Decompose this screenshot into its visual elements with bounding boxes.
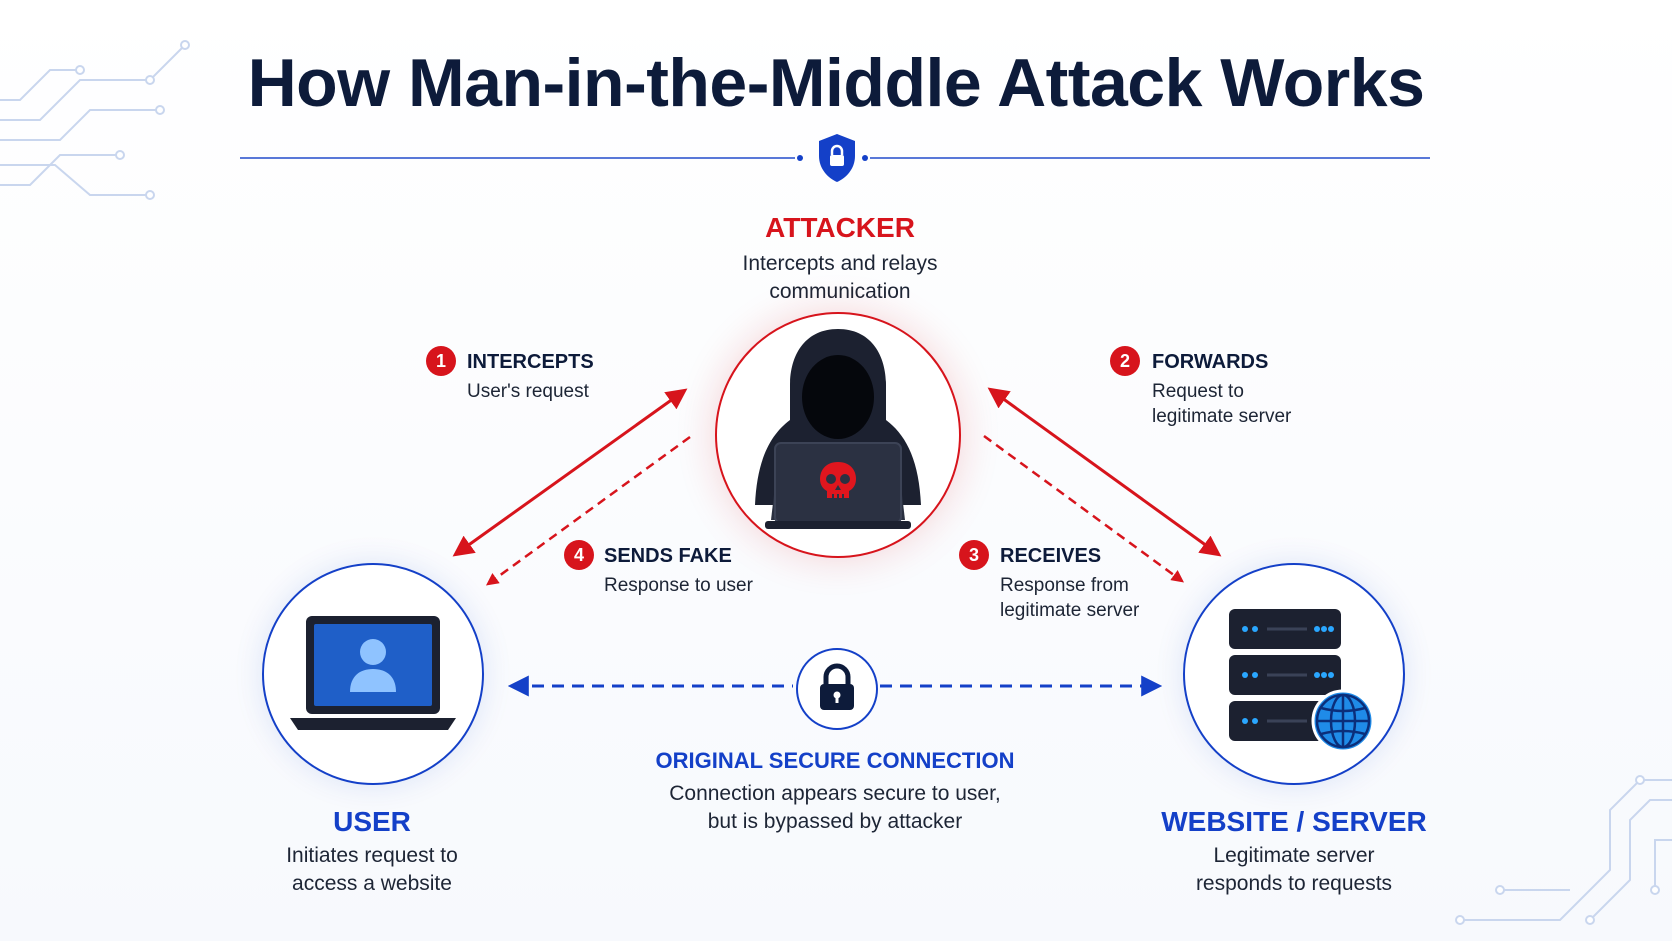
step-4-heading: SENDS FAKE — [604, 545, 732, 567]
step-badge-3: 3 — [959, 540, 989, 570]
step-2-desc-line2: legitimate server — [1152, 406, 1292, 427]
circuit-decoration-bottom-right — [1455, 775, 1672, 925]
step-3-desc-line1: Response from — [1000, 575, 1129, 596]
circuit-decoration-top-left — [0, 40, 190, 200]
step-4-description: Response to user — [604, 573, 753, 598]
server-icon — [1229, 609, 1341, 741]
user-desc-line1: Initiates request to — [286, 844, 458, 867]
step-2-description: Request to legitimate server — [1152, 379, 1291, 429]
user-desc-line2: access a website — [292, 872, 452, 895]
skull-icon — [820, 462, 856, 498]
server-desc-line2: responds to requests — [1195, 872, 1393, 895]
secure-connection-desc-line1: Connection appears secure to user, — [669, 782, 1001, 805]
secure-connection-description: Connection appears secure to user, but i… — [600, 780, 1070, 836]
step-4-desc-line1: Response to user — [604, 575, 753, 596]
step-3-desc-line2: legitimate server — [1000, 600, 1140, 621]
user-title: USER — [333, 806, 411, 837]
step-3-heading: RECEIVES — [1000, 545, 1102, 567]
step-2-desc-line1: Request to — [1152, 381, 1244, 402]
attacker-desc-line2: communication — [769, 280, 911, 303]
attacker-desc-line1: Intercepts and relays — [742, 252, 938, 275]
step-badge-2: 2 — [1110, 346, 1140, 376]
shield-lock-icon — [819, 134, 855, 182]
server-title: WEBSITE / SERVER — [1161, 806, 1427, 837]
page-title: How Man-in-the-Middle Attack Works — [247, 45, 1425, 121]
step-1-description: User's request — [467, 379, 589, 404]
attacker-title: ATTACKER — [765, 212, 915, 243]
user-description: Initiates request to access a website — [222, 842, 522, 898]
step-3-description: Response from legitimate server — [1000, 573, 1139, 623]
padlock-icon — [820, 663, 854, 710]
server-desc-line1: Legitimate server — [1213, 844, 1375, 867]
laptop-user-icon — [290, 616, 456, 730]
secure-connection-title: ORIGINAL SECURE CONNECTION — [655, 748, 1015, 773]
step-badge-4: 4 — [564, 540, 594, 570]
step-1-desc-line1: User's request — [467, 381, 589, 402]
step-badge-1: 1 — [426, 346, 456, 376]
title-divider — [240, 155, 1430, 161]
server-description: Legitimate server responds to requests — [1134, 842, 1454, 898]
secure-connection-desc-line2: but is bypassed by attacker — [707, 810, 963, 833]
attacker-description: Intercepts and relays communication — [640, 250, 1040, 306]
step-1-heading: INTERCEPTS — [467, 351, 594, 373]
globe-icon — [1311, 689, 1375, 753]
step-2-heading: FORWARDS — [1152, 351, 1269, 373]
